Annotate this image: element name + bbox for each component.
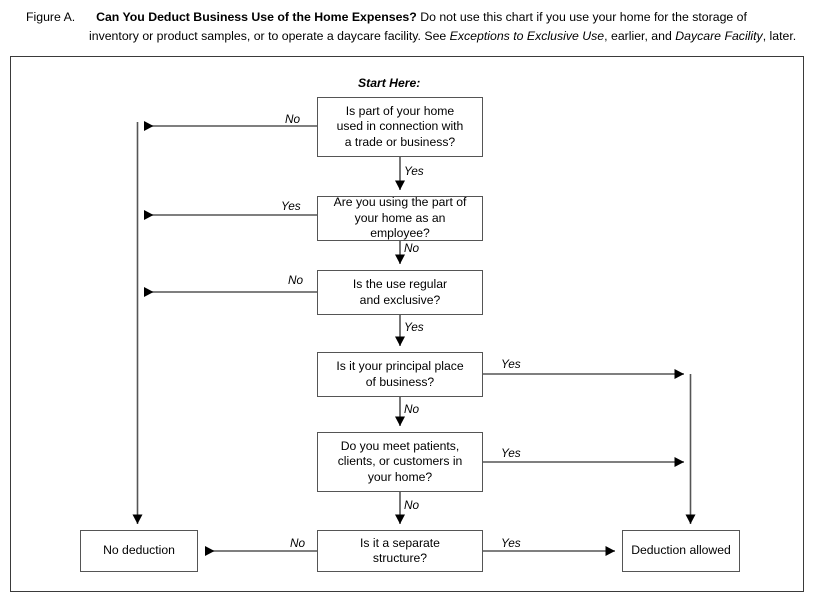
node-q3-line2: and exclusive? xyxy=(359,292,441,307)
node-q6-line1: Is it a separate xyxy=(360,535,440,550)
node-deduction-allowed-label: Deduction allowed xyxy=(631,543,731,558)
figure-label: Figure A. xyxy=(26,10,76,24)
node-question-2: Are you using the part of your home as a… xyxy=(317,195,483,241)
node-q5-line1: Do you meet patients, xyxy=(340,438,460,453)
figure-caption: Figure A. Can You Deduct Business Use of… xyxy=(0,0,814,50)
edge-label-q3-no: No xyxy=(288,273,304,287)
node-no-deduction-label: No deduction xyxy=(103,543,175,558)
node-q1-line2: used in connection with xyxy=(336,119,464,134)
edge-label-q2-no: No xyxy=(404,241,420,255)
node-q4-line1: Is it your principal place xyxy=(336,359,464,373)
edge-label-q6-yes: Yes xyxy=(501,536,521,550)
start-here-label: Start Here: xyxy=(358,76,421,90)
node-q1-line1: Is part of your home xyxy=(345,103,455,118)
edge-label-q4-yes: Yes xyxy=(501,357,521,371)
node-q2-line2: your home as an employee? xyxy=(354,210,446,241)
edge-label-q4-no: No xyxy=(404,402,420,416)
caption-body-2c: , earlier, and xyxy=(604,29,676,43)
caption-line-2: inventory or product samples, or to oper… xyxy=(89,29,796,43)
edge-label-q1-no: No xyxy=(285,112,301,126)
node-question-5: Do you meet patients, clients, or custom… xyxy=(317,432,483,492)
caption-body-2a: inventory or product samples, or to oper… xyxy=(89,29,450,43)
edge-label-q1-yes: Yes xyxy=(404,164,424,178)
edge-label-q2-yes: Yes xyxy=(281,199,301,213)
node-no-deduction: No deduction xyxy=(80,530,198,572)
edge-label-q5-no: No xyxy=(404,498,420,512)
node-q1-line3: a trade or business? xyxy=(344,134,456,149)
edge-label-q3-yes: Yes xyxy=(404,320,424,334)
node-q2-line1: Are you using the part of xyxy=(333,195,467,210)
caption-line-1: Figure A. Can You Deduct Business Use of… xyxy=(26,10,747,24)
figure-title: Can You Deduct Business Use of the Home … xyxy=(96,10,417,24)
edge-label-q5-yes: Yes xyxy=(501,446,521,460)
node-q6-line2: structure? xyxy=(372,551,428,565)
node-question-1: Is part of your home used in connection … xyxy=(317,97,483,157)
node-q5-line2: clients, or customers in xyxy=(337,454,463,469)
node-question-3: Is the use regular and exclusive? xyxy=(317,270,483,315)
node-q3-line1: Is the use regular xyxy=(352,277,448,291)
node-q4-line2: of business? xyxy=(365,374,435,389)
node-question-6: Is it a separate structure? xyxy=(317,530,483,572)
edge-label-q6-no: No xyxy=(290,536,306,550)
caption-ref-daycare: Daycare Facility xyxy=(675,29,763,43)
caption-body-1: Do not use this chart if you use your ho… xyxy=(416,10,747,24)
caption-ref-exceptions: Exceptions to Exclusive Use xyxy=(449,29,605,43)
node-deduction-allowed: Deduction allowed xyxy=(622,530,740,572)
node-q5-line3: your home? xyxy=(367,469,433,484)
node-question-4: Is it your principal place of business? xyxy=(317,352,483,397)
caption-body-2e: , later. xyxy=(762,29,797,43)
